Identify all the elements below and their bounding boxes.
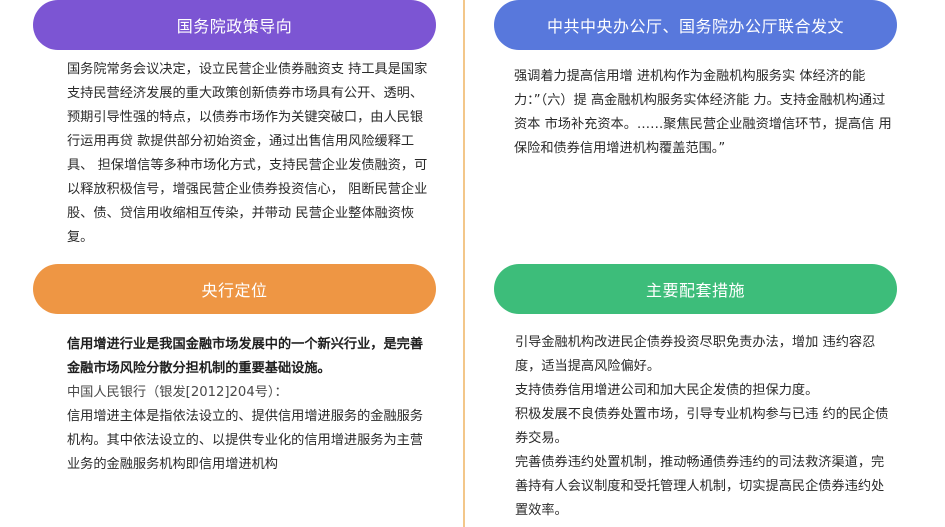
section-header-policy: 国务院政策导向 — [33, 0, 436, 50]
section-header-measures: 主要配套措施 — [494, 264, 897, 314]
section-body-central-bank: 信用增进行业是我国金融市场发展中的一个新兴行业，是完善金融市场风险分散分担机制的… — [67, 333, 429, 477]
section-body-joint-notice: 强调着力提高信用增 进机构作为金融机构服务实 体经济的能力：”（六）提 高金融机… — [514, 65, 892, 161]
section-header-central-bank: 央行定位 — [33, 264, 436, 314]
center-divider — [463, 0, 465, 527]
section-title: 央行定位 — [201, 281, 268, 300]
section-body-policy: 国务院常务会议决定，设立民营企业债券融资支 持工具是国家支持民营经济发展的重大政… — [67, 58, 435, 250]
section-title: 中共中央办公厅、国务院办公厅联合发文 — [546, 17, 844, 36]
central-bank-highlight: 信用增进行业是我国金融市场发展中的一个新兴行业，是完善金融市场风险分散分担机制的… — [67, 337, 424, 376]
section-title: 国务院政策导向 — [176, 17, 293, 36]
measure-item: 完善债券违约处置机制，推动畅通债券违约的司法救济渠道，完善持有人会议制度和受托管… — [515, 455, 885, 518]
joint-notice-text: 强调着力提高信用增 进机构作为金融机构服务实 体经济的能力：”（六）提 高金融机… — [514, 69, 892, 156]
section-header-joint-notice: 中共中央办公厅、国务院办公厅联合发文 — [494, 0, 897, 50]
policy-text: 国务院常务会议决定，设立民营企业债券融资支 持工具是国家支持民营经济发展的重大政… — [67, 62, 428, 245]
section-body-measures: 引导金融机构改进民企债券投资尽职免责办法，增加 违约容忍度，适当提高风险偏好。 … — [515, 331, 895, 523]
measure-item: 积极发展不良债券处置市场，引导专业机构参与已违 约的民企债券交易。 — [515, 407, 889, 446]
central-bank-source: 中国人民银行（银发[2012]204号）： — [67, 385, 288, 400]
central-bank-text: 信用增进主体是指依法设立的、提供信用增进服务的金融服务机构。其中依法设立的、以提… — [67, 409, 424, 472]
measure-item: 引导金融机构改进民企债券投资尽职免责办法，增加 违约容忍度，适当提高风险偏好。 — [515, 335, 876, 374]
measure-item: 支持债券信用增进公司和加大民企发债的担保力度。 — [515, 383, 819, 398]
section-title: 主要配套措施 — [645, 281, 745, 300]
